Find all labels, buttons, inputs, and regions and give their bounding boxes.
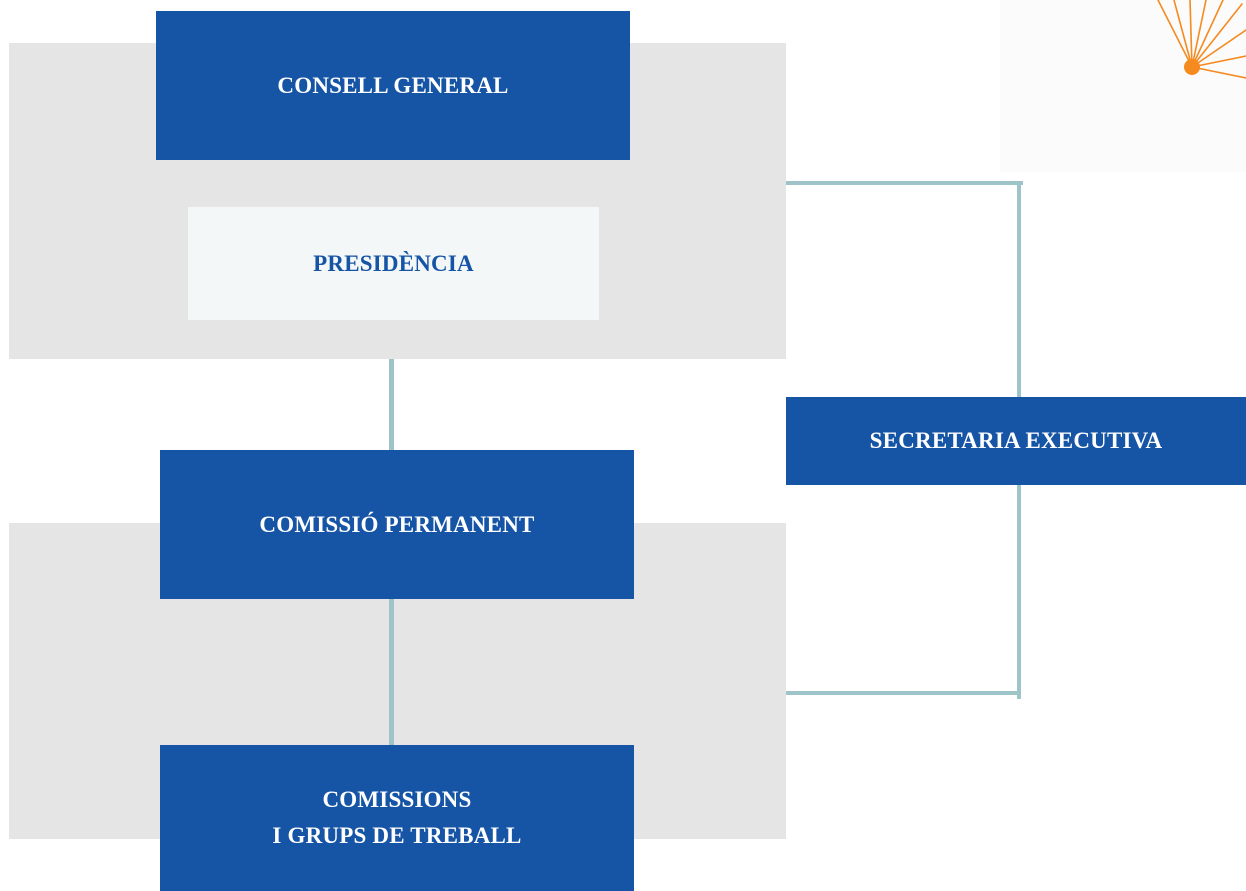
connector-right-vertical-upper: [1017, 181, 1021, 398]
connector-bottom-vertical: [389, 598, 394, 747]
node-presidencia: PRESIDÈNCIA: [188, 207, 599, 320]
corner-background: [1000, 0, 1246, 172]
node-consell-general-label: CONSELL GENERAL: [277, 72, 509, 98]
connector-top-vertical: [389, 359, 394, 451]
node-secretaria-executiva: SECRETARIA EXECUTIVA: [786, 397, 1246, 485]
node-comissio-permanent-label: COMISSIÓ PERMANENT: [259, 511, 535, 537]
connector-right-vertical-lower: [1017, 485, 1021, 699]
node-consell-general: CONSELL GENERAL: [156, 11, 630, 160]
connector-right-bottom-horizontal: [786, 691, 1021, 695]
sunburst-logo-icon: [1157, 0, 1246, 79]
node-comissions-label-line1: COMISSIONS: [322, 787, 472, 813]
connector-right-top-horizontal: [786, 181, 1023, 185]
node-comissio-permanent: COMISSIÓ PERMANENT: [160, 450, 634, 599]
node-presidencia-label: PRESIDÈNCIA: [313, 250, 474, 276]
node-comissions-label-line2: I GRUPS DE TREBALL: [272, 823, 522, 848]
node-secretaria-executiva-label: SECRETARIA EXECUTIVA: [869, 428, 1163, 454]
node-comissions: COMISSIONS I GRUPS DE TREBALL: [160, 745, 634, 891]
